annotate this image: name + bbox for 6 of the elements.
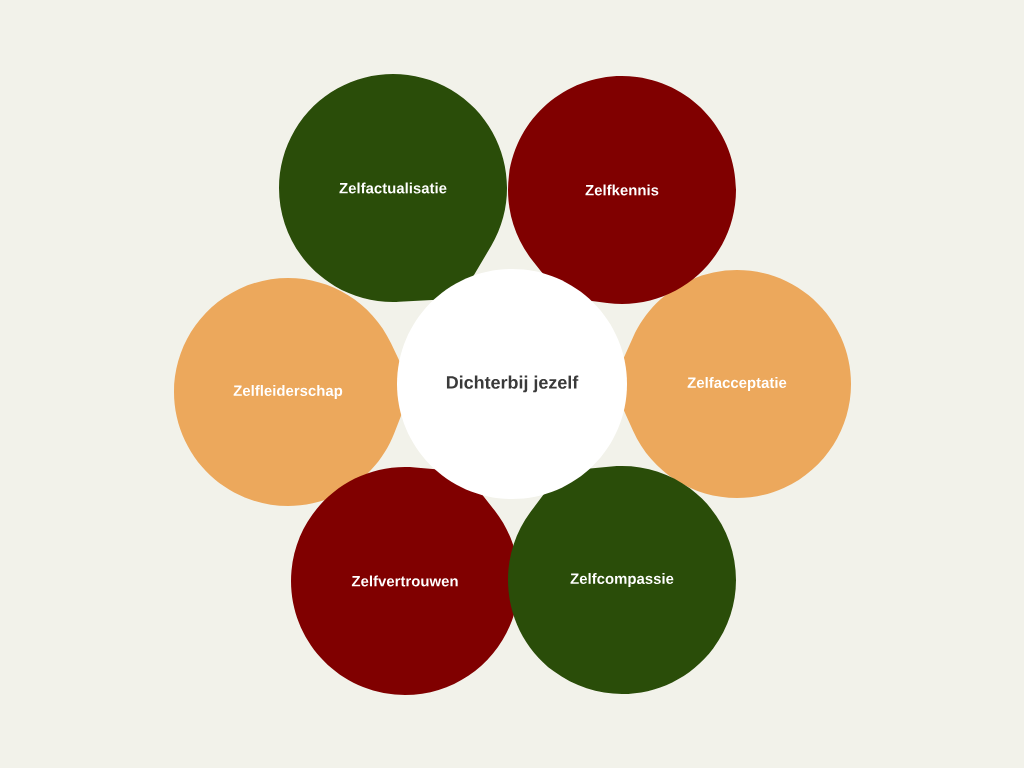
petal: Zelfcompassie bbox=[508, 466, 736, 694]
petal: Zelfvertrouwen bbox=[291, 467, 519, 695]
petal: Zelfleiderschap bbox=[174, 278, 413, 506]
petal: Zelfacceptatie bbox=[612, 270, 851, 498]
petal: Zelfactualisatie bbox=[279, 74, 507, 302]
petal: Zelfkennis bbox=[508, 76, 736, 304]
